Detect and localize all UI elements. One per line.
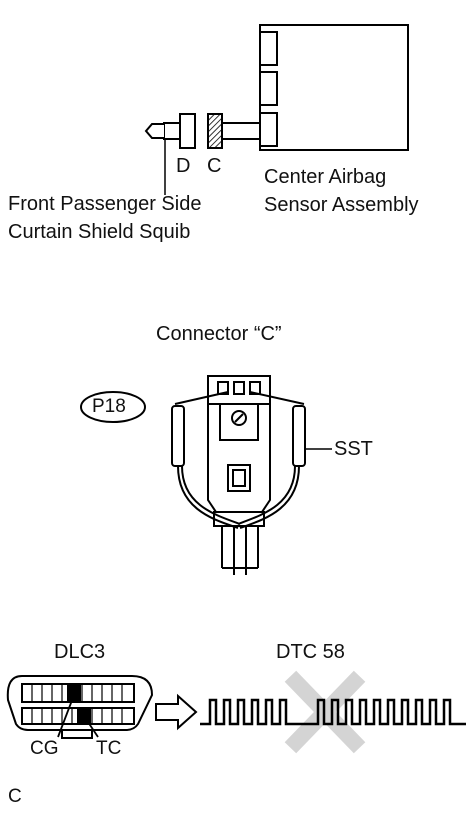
center-airbag-sensor-assembly <box>259 24 409 151</box>
dtc-58-pulse-waveform <box>200 698 466 726</box>
p18-badge <box>80 391 146 423</box>
p18-pin-code: P18 <box>92 396 126 417</box>
connector-c-title: Connector “C” <box>156 323 282 345</box>
dlc3-label: DLC3 <box>54 641 106 663</box>
connector-c-label: C <box>207 155 222 177</box>
arrow-icon <box>155 693 198 731</box>
sensor-assembly-label-line1: Center Airbag <box>264 166 387 188</box>
connector-c-illustration <box>207 375 271 575</box>
figure-corner-label: C <box>8 786 22 807</box>
sensor-assembly-label-line2: Sensor Assembly <box>264 194 419 216</box>
sst-label: SST <box>334 438 373 460</box>
squib-label-line1: Front Passenger Side <box>8 193 202 215</box>
squib-label-line2: Curtain Shield Squib <box>8 221 191 243</box>
connector-d <box>144 113 196 149</box>
cg-terminal-label: CG <box>30 738 59 759</box>
connector-d-label: D <box>176 155 191 177</box>
connector-c <box>207 113 261 149</box>
dtc-58-label: DTC 58 <box>276 641 345 663</box>
dlc3-connector <box>6 675 154 739</box>
sst-leads <box>171 391 332 529</box>
tc-terminal-label: TC <box>96 738 122 759</box>
